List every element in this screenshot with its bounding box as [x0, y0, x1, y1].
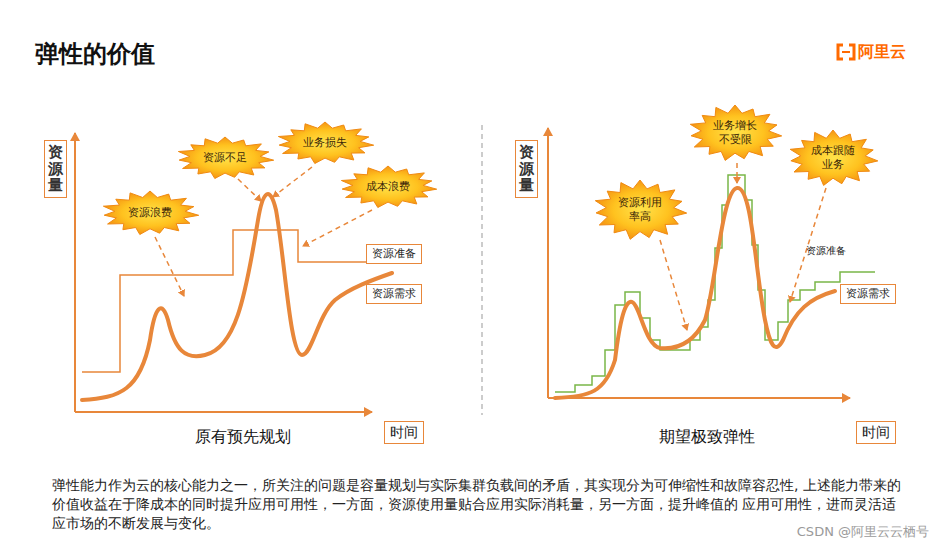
series-label-box: 资源需求 [366, 284, 422, 304]
node-text: 资源准备 [372, 247, 416, 260]
node-text: 资源利用 率高 [613, 196, 667, 224]
chart-caption: 期望极致弹性 [607, 427, 807, 448]
node-text: 业务损失 [303, 136, 347, 150]
elastic-step-line [555, 175, 875, 392]
starburst-callout: 成本浪费 [338, 165, 438, 209]
axis-label-box: 资源量 [44, 140, 67, 198]
watermark: CSDN @阿里云云栖号 [797, 523, 929, 541]
supply-step-line [82, 230, 366, 372]
demand-curve [555, 188, 835, 398]
node-text: 资源需求 [846, 287, 890, 300]
axis-label-box: 资源量 [515, 140, 538, 198]
page-title: 弹性的价值 [35, 38, 155, 70]
node-text: 资源量 [48, 144, 63, 194]
starburst-callout: 业务增长 不受限 [687, 104, 783, 162]
starburst-callout: 成本跟随 业务 [787, 129, 879, 187]
logo-text: 阿里云 [858, 42, 906, 63]
leader-lines [155, 167, 372, 296]
left-axes [75, 133, 372, 412]
axis-unit-box: 时间 [384, 421, 424, 444]
node-text: 成本浪费 [366, 180, 410, 194]
node-text: 业务增长 不受限 [708, 119, 762, 147]
starburst-callout: 资源利用 率高 [592, 179, 688, 241]
starburst-callout: 业务损失 [275, 121, 375, 165]
series-label: 资源准备 [806, 244, 846, 258]
node-text: 资源量 [519, 144, 534, 194]
node-text: 成本跟随 业务 [807, 144, 859, 172]
node-text: 时间 [390, 424, 418, 441]
series-label-box: 资源准备 [366, 244, 422, 264]
divider [482, 125, 483, 415]
node-text: 资源需求 [372, 287, 416, 300]
axis-unit-box: 时间 [856, 421, 896, 444]
description-paragraph: 弹性能力作为云的核心能力之一，所关注的问题是容量规划与实际集群负载间的矛盾，其实… [52, 476, 902, 533]
series-label-box: 资源需求 [840, 284, 896, 304]
node-text: 资源不足 [203, 151, 247, 165]
leader-lines [660, 163, 826, 330]
node-text: 时间 [862, 424, 890, 441]
starburst-callout: 资源不足 [175, 136, 275, 180]
chart-caption: 原有预先规划 [143, 427, 343, 448]
node-text: 资源浪费 [128, 206, 172, 220]
starburst-callout: 资源浪费 [100, 190, 200, 236]
logo-icon [838, 45, 854, 59]
